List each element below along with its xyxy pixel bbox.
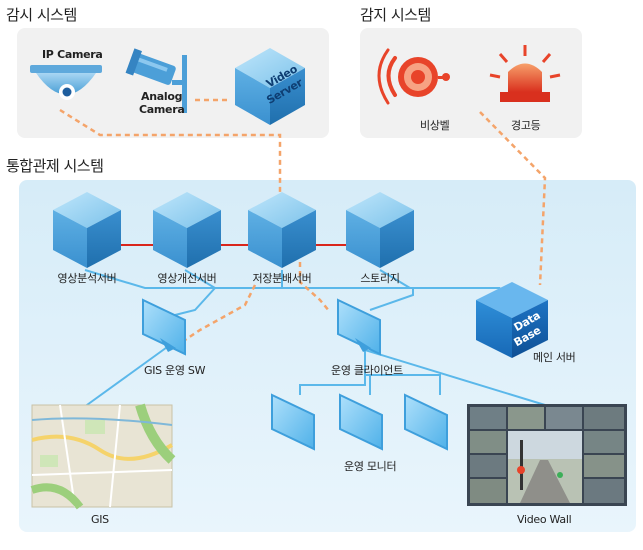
gis-label: GIS: [91, 513, 109, 526]
section-title-integrated: 통합관제 시스템: [6, 157, 104, 175]
gis-sw-label: GIS 운영 SW: [144, 364, 206, 377]
server-cube-enhance: [153, 192, 221, 268]
video-server-icon: [235, 48, 305, 125]
section-title-surveillance: 감시 시스템: [6, 6, 77, 24]
video-wall-image: [467, 404, 627, 506]
alarm-bell-icon: [377, 48, 450, 105]
analog-camera-label-2: Camera: [139, 103, 185, 116]
server-label-enhance: 영상개선서버: [157, 272, 217, 285]
dashed-links: [59, 98, 547, 342]
ip-camera-icon: [30, 65, 102, 100]
warning-light-label: 경고등: [511, 119, 541, 132]
database-cube-icon: [476, 282, 548, 358]
gis-map-image: [30, 403, 176, 510]
ip-camera-label: IP Camera: [42, 48, 103, 61]
server-label-storage-distribution: 저장분배서버: [252, 272, 312, 285]
video-wall-label: Video Wall: [517, 513, 572, 526]
monitors-label: 운영 모니터: [344, 460, 397, 473]
analog-camera-icon: [125, 48, 187, 113]
detection-panel: [360, 28, 582, 138]
alarm-bell-label: 비상벨: [420, 119, 450, 132]
operation-monitor-2-icon: [339, 393, 383, 451]
server-cube-storage: [346, 192, 414, 268]
operation-monitor-1-icon: [271, 393, 315, 451]
analog-camera-label-1: Analog: [141, 90, 183, 103]
client-label: 운영 클라이언트: [331, 364, 403, 377]
server-label-storage: 스토리지: [360, 272, 400, 285]
gis-sw-monitor-icon: [142, 298, 186, 356]
main-server-label: 메인 서버: [533, 351, 576, 364]
operation-monitor-3-icon: [404, 393, 448, 451]
server-cube-analysis: [53, 192, 121, 268]
server-label-analysis: 영상분석서버: [57, 272, 117, 285]
server-cube-storage-distribution: [248, 192, 316, 268]
client-monitor-icon: [337, 298, 381, 356]
warning-light-icon: [489, 45, 561, 102]
section-title-detection: 감지 시스템: [360, 6, 431, 24]
